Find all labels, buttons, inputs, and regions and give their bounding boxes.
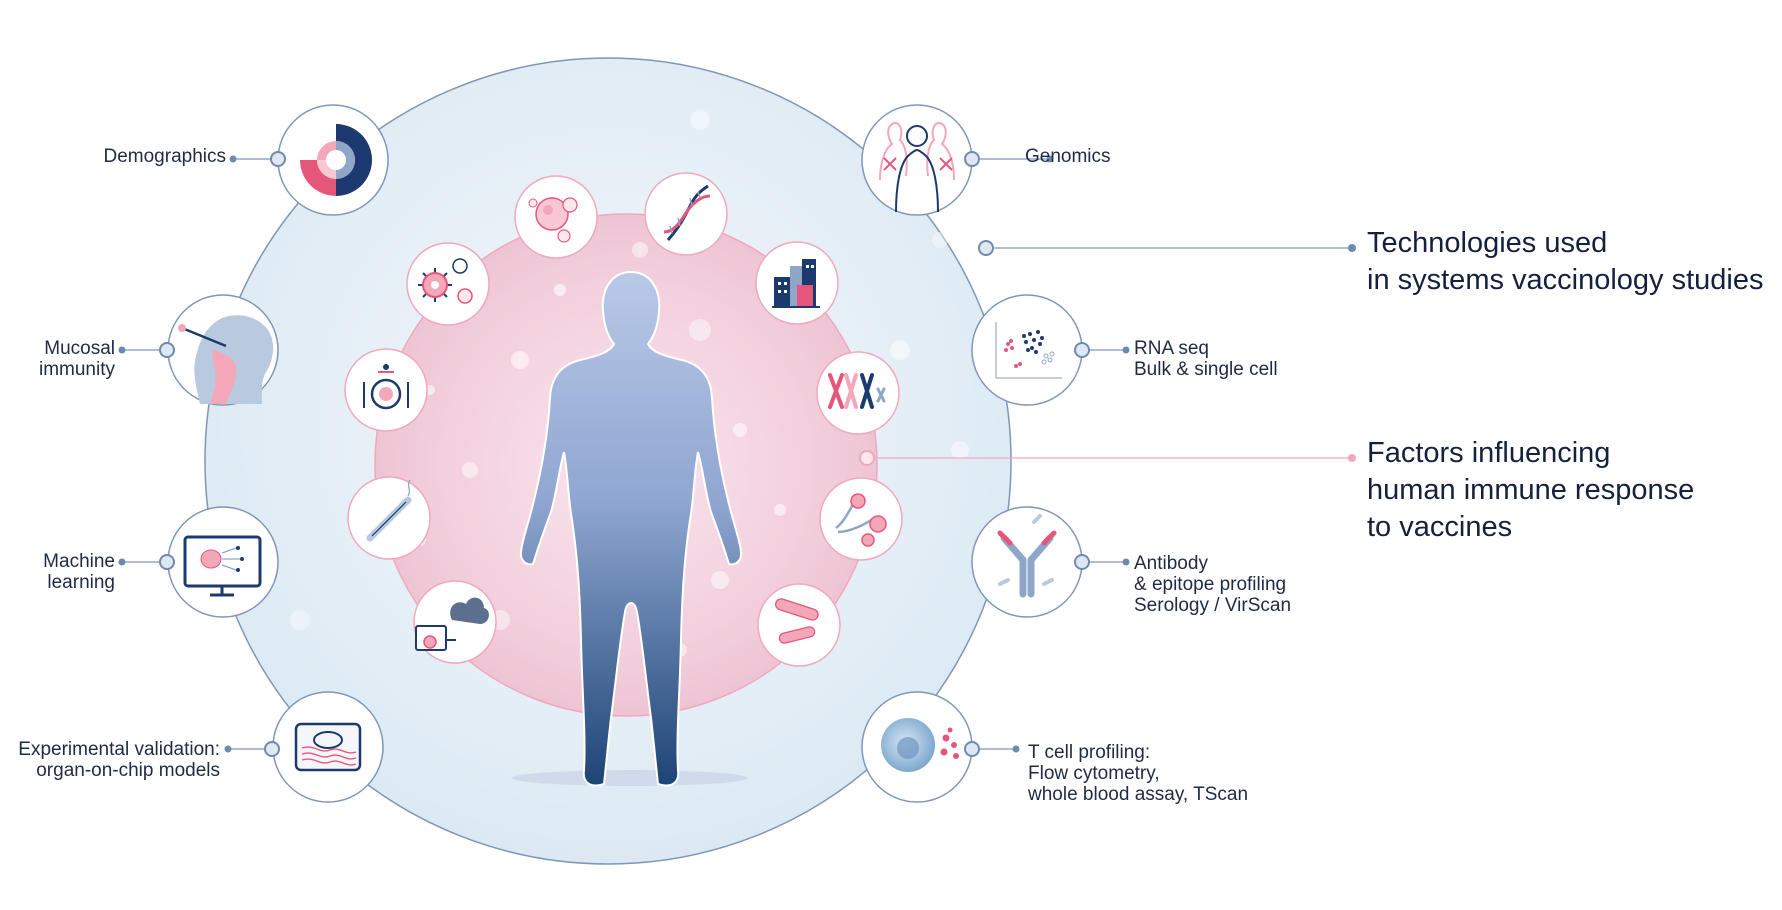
pollution-node: [413, 580, 497, 664]
antibody-icon: [997, 514, 1057, 598]
city-buildings-icon: [772, 259, 820, 308]
machine-learning-monitor-icon: [183, 535, 262, 597]
genomics-label: Genomics: [1025, 146, 1111, 167]
antibody-label: Antibody & epitope profiling Serology / …: [1134, 553, 1292, 616]
nasal-swab-icon: [178, 315, 274, 404]
bacteria-flagella-node: [819, 477, 903, 561]
rnaseq-node: [971, 294, 1130, 406]
genomics-node: [861, 104, 1054, 216]
cells-icon: [528, 197, 578, 243]
chromosomes-icon: [828, 373, 886, 409]
cells-node: [514, 175, 598, 259]
technologies-dot: [978, 240, 994, 256]
rnaseq-label: RNA seq Bulk & single cell: [1134, 338, 1278, 380]
demographics-donut-icon: [300, 124, 372, 196]
virus-pathogen-icon: [418, 258, 473, 304]
human-body-icon: [519, 270, 743, 787]
factors-end-dot: [1348, 454, 1356, 462]
dna-node: [644, 172, 728, 256]
chromosomes-node: [816, 351, 900, 435]
microbiome-node: [757, 583, 841, 667]
demographics-label: Demographics: [103, 146, 227, 167]
organ-on-chip-icon: [294, 722, 362, 772]
organ-chip-label: Experimental validation: organ-on-chip m…: [18, 739, 220, 781]
organ-chip-node: [224, 691, 384, 803]
technologies-heading: Technologies used in systems vaccinology…: [1367, 227, 1764, 296]
tcell-node: [861, 691, 1020, 803]
diet-node: [344, 348, 428, 432]
virus-node: [406, 242, 490, 326]
scatter-cluster-icon: [995, 322, 1062, 379]
mucosal-label: Mucosal immunity: [38, 338, 115, 380]
t-cell-icon: [881, 718, 959, 772]
factors-dot: [859, 450, 875, 466]
body-shadow: [512, 770, 748, 786]
factors-heading: Factors influencing human immune respons…: [1367, 437, 1695, 543]
pollution-exhaust-icon: [415, 597, 489, 651]
diet-plate-icon: [363, 364, 409, 410]
mucosal-node: [118, 294, 279, 406]
genomics-people-icon: [879, 122, 955, 213]
demographics-node: [229, 104, 389, 216]
bacteria-flagella-icon: [835, 493, 887, 547]
tcell-label: T cell profiling: Flow cytometry, whole …: [1028, 742, 1249, 805]
cigarette-node: [347, 476, 431, 560]
dna-helix-icon: [663, 184, 711, 241]
antibody-node: [971, 506, 1130, 618]
city-node: [755, 241, 839, 325]
ml-node: [118, 506, 279, 618]
technologies-end-dot: [1348, 244, 1356, 252]
ml-label: Machine learning: [43, 551, 115, 593]
cigarette-icon: [366, 479, 412, 542]
microbiome-bacteria-icon: [775, 598, 819, 644]
